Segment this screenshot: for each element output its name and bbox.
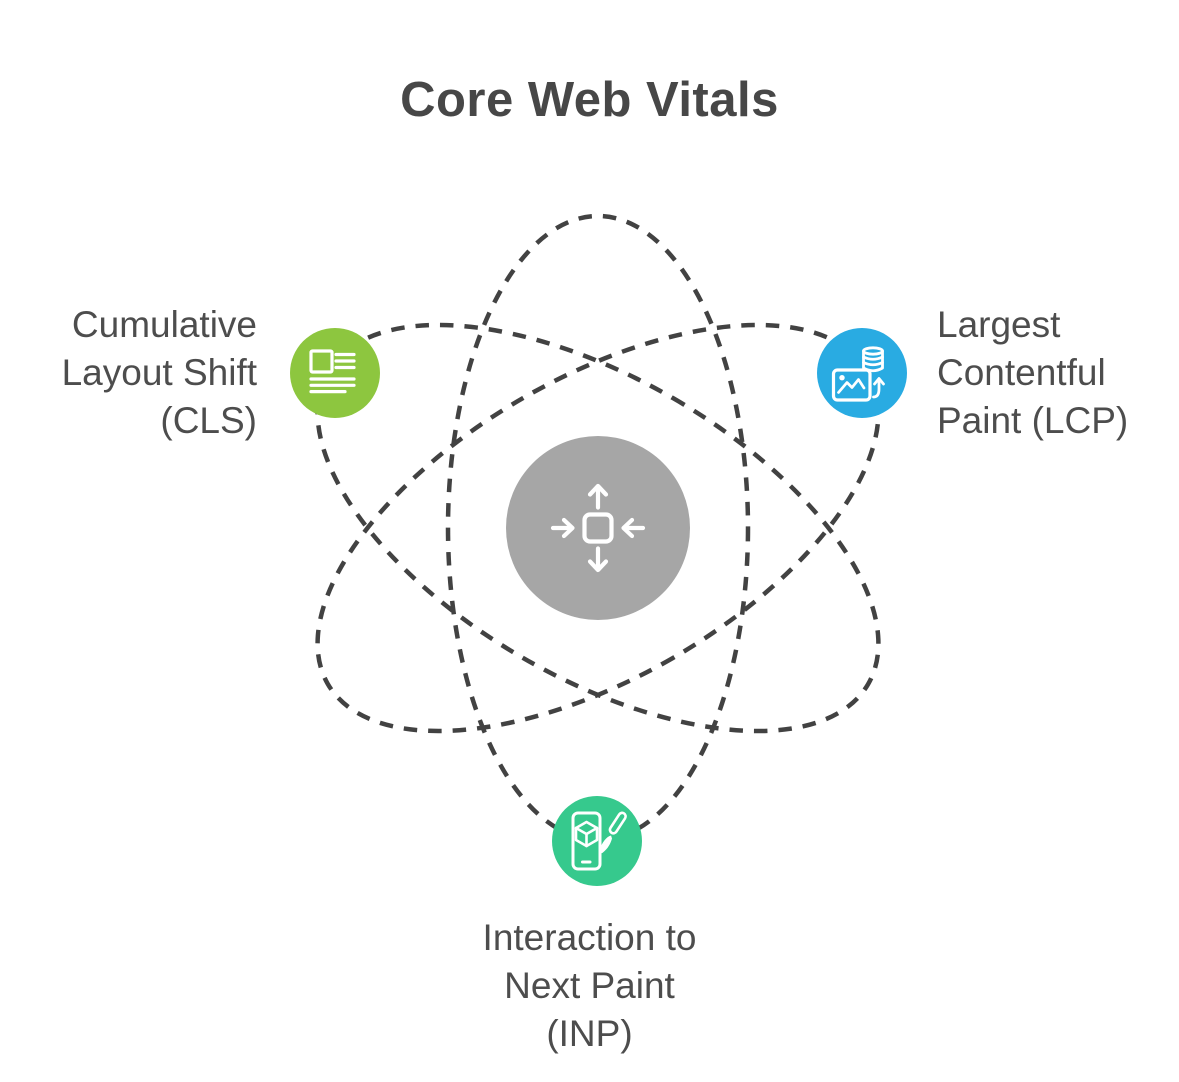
cls-node-circle — [290, 328, 380, 418]
cube-icon — [574, 820, 599, 848]
paintbrush-icon — [598, 811, 627, 854]
inp-label: Interaction to Next Paint (INP) — [0, 914, 1179, 1058]
mountains-line — [837, 378, 866, 394]
phone-outline — [571, 811, 602, 871]
center-node — [506, 436, 690, 620]
inp-label-line-3: (INP) — [546, 1013, 633, 1054]
document-layout-icon — [309, 349, 356, 394]
picture-frame — [831, 368, 872, 402]
cls-label-line-3: (CLS) — [160, 400, 257, 441]
image-upload-icon — [831, 346, 885, 402]
up-arrow-icon — [872, 377, 885, 399]
cls-label-line-2: Layout Shift — [61, 352, 257, 393]
layout-shift-arrows-icon — [550, 483, 646, 573]
inp-label-line-1: Interaction to — [482, 917, 697, 958]
lcp-label: Largest Contentful Paint (LCP) — [937, 301, 1128, 445]
inp-node — [552, 796, 642, 886]
lcp-label-line-1: Largest — [937, 304, 1061, 345]
diagram-title: Core Web Vitals — [400, 73, 779, 127]
lcp-label-line-3: Paint (LCP) — [937, 400, 1129, 441]
center-node-circle — [506, 436, 690, 620]
mobile-paint-icon — [571, 811, 627, 871]
cls-label: Cumulative Layout Shift (CLS) — [62, 301, 257, 445]
lcp-label-line-2: Contentful — [937, 352, 1106, 393]
lcp-node — [817, 328, 907, 418]
cls-node — [290, 328, 380, 418]
database-icon — [862, 346, 884, 373]
sun-dot — [839, 375, 845, 381]
orbit-ring-left-tilt — [315, 322, 881, 734]
orbit-ring-right-tilt — [315, 322, 881, 734]
inp-label-line-2: Next Paint — [504, 965, 675, 1006]
cls-label-line-1: Cumulative — [71, 304, 257, 345]
